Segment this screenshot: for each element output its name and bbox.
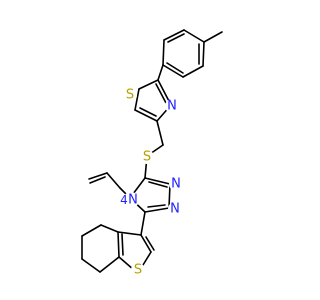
triazole-nitrogen-4-atom: N	[128, 193, 138, 208]
thioether-sulfur-atom: S	[143, 150, 151, 165]
bond	[168, 183, 171, 209]
bond	[106, 172, 121, 189]
bond	[166, 62, 184, 74]
bond	[148, 181, 168, 188]
bond	[163, 29, 185, 41]
bond	[162, 64, 184, 78]
bond	[89, 176, 106, 184]
bond	[140, 211, 146, 236]
bond	[138, 79, 159, 90]
triazole-nitrogen-top-atom: N	[171, 177, 181, 192]
bond	[117, 231, 120, 258]
bond	[147, 204, 166, 208]
bond	[142, 251, 152, 266]
bond	[144, 177, 171, 185]
bond	[162, 39, 165, 66]
bond-layer	[81, 29, 223, 273]
bond	[99, 256, 120, 273]
bond	[121, 233, 124, 256]
bond	[156, 120, 164, 146]
bond	[145, 236, 155, 251]
bond	[134, 88, 140, 111]
bond	[100, 224, 119, 233]
bond	[88, 172, 108, 180]
bond	[81, 224, 102, 237]
bond	[183, 29, 205, 43]
bond	[157, 64, 164, 81]
bond	[134, 109, 158, 122]
bond	[139, 107, 157, 117]
atom-labels: S N S N N N 4 S	[120, 88, 183, 278]
bond	[182, 65, 204, 78]
thiazole-nitrogen-atom: N	[167, 99, 177, 114]
triazole-nitrogen-bottom-atom: N	[170, 202, 180, 217]
bond	[155, 83, 167, 104]
bond	[202, 41, 205, 67]
bond	[203, 31, 223, 43]
thiophene-sulfur-atom: S	[134, 263, 142, 278]
bond	[140, 234, 152, 253]
bond	[167, 33, 185, 43]
thiazole-sulfur-atom: S	[126, 88, 134, 103]
triazole-nitrogen-4-locant: 4	[120, 193, 128, 207]
bond	[144, 207, 170, 213]
molecule-diagram: S N S N N N 4 S	[81, 29, 223, 278]
bond	[81, 258, 101, 273]
bond	[117, 231, 142, 236]
